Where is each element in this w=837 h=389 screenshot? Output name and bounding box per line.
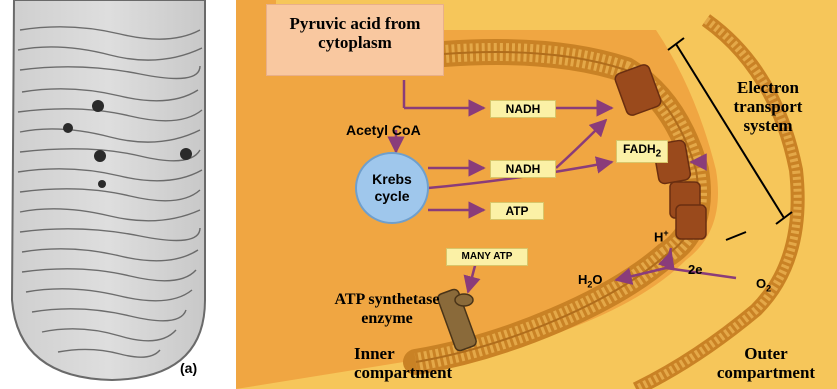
micrograph-panel: (a)	[0, 0, 230, 389]
acetyl-coa-label: Acetyl CoA	[346, 122, 421, 138]
outer-compartment-label: Outer compartment	[706, 344, 826, 382]
fadh2-badge: FADH2	[616, 140, 668, 163]
many-atp-badge: MANY ATP	[446, 248, 528, 266]
electron-transport-label: Electron transport system	[728, 78, 808, 135]
atp-badge: ATP	[490, 202, 544, 220]
nadh-badge-2: NADH	[490, 160, 556, 178]
pyruvic-acid-source: Pyruvic acid from cytoplasm	[266, 4, 444, 76]
atp-synthetase-label: ATP synthetase enzyme	[332, 290, 442, 328]
nadh-badge-1: NADH	[490, 100, 556, 118]
h-plus-label: H+	[654, 228, 669, 244]
oxygen-label: O2	[756, 276, 771, 294]
mitochondrion-micrograph	[0, 0, 230, 389]
electrons-label: 2e	[688, 262, 702, 277]
water-label: H2O	[578, 272, 603, 290]
panel-label: (a)	[180, 360, 197, 376]
mitochondrion-diagram: Pyruvic acid from cytoplasm Acetyl CoA K…	[236, 0, 837, 389]
inner-compartment-label: Inner compartment	[354, 344, 464, 382]
krebs-cycle: Krebs cycle	[355, 152, 429, 224]
